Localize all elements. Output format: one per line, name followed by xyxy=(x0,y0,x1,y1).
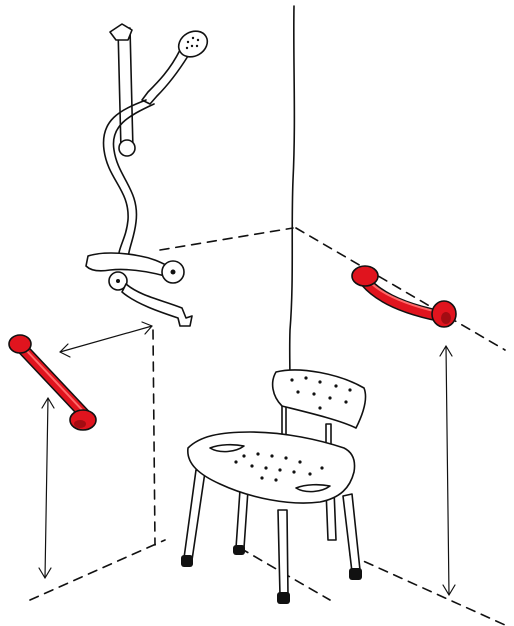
shower-head-handle xyxy=(141,49,189,105)
measurement-arrows xyxy=(38,321,456,596)
slide-bar-top-bracket xyxy=(109,23,133,41)
left-grab-bar-icon xyxy=(8,334,97,431)
tub-spout xyxy=(121,283,193,327)
shower-assembly xyxy=(85,23,209,327)
shower-chair-icon xyxy=(181,369,367,604)
chair-rear-leg-left xyxy=(235,489,249,549)
right-grab-bar-left-mount xyxy=(351,265,379,287)
chair-front-leg-right xyxy=(342,493,361,573)
shower-head-holes xyxy=(185,36,200,50)
left-wall-dashed-edge xyxy=(152,329,156,546)
shower-hose xyxy=(102,99,147,263)
shower-hose-inner xyxy=(112,103,155,263)
shower-head-icon xyxy=(177,30,209,58)
slide-bar-bottom-bracket xyxy=(118,139,136,157)
wall-corner-line xyxy=(288,5,296,401)
chair-seat-drain-holes xyxy=(234,452,324,482)
left-height-arrow-icon xyxy=(38,397,55,579)
shower-slide-bar xyxy=(117,27,134,151)
horizontal-distance-arrow-icon xyxy=(59,321,153,358)
chair-seat-slot-right xyxy=(295,483,331,493)
right-height-arrow-icon xyxy=(439,345,456,596)
mixer-body xyxy=(85,252,169,277)
chair-seat-slot-left xyxy=(209,443,245,453)
floor-left-dashed-line xyxy=(29,539,166,601)
chair-front-leg-mid xyxy=(277,509,289,597)
chair-backrest-holes xyxy=(290,376,352,410)
left-upper-dashed-line xyxy=(159,227,294,251)
chair-backrest xyxy=(271,369,367,429)
right-grab-bar-icon xyxy=(351,265,457,328)
right-upper-dashed-line xyxy=(295,227,506,351)
floor-right-dashed-line-2 xyxy=(349,554,506,626)
left-grab-bar-top-mount xyxy=(8,334,32,354)
chair-front-leg-left xyxy=(183,469,206,561)
